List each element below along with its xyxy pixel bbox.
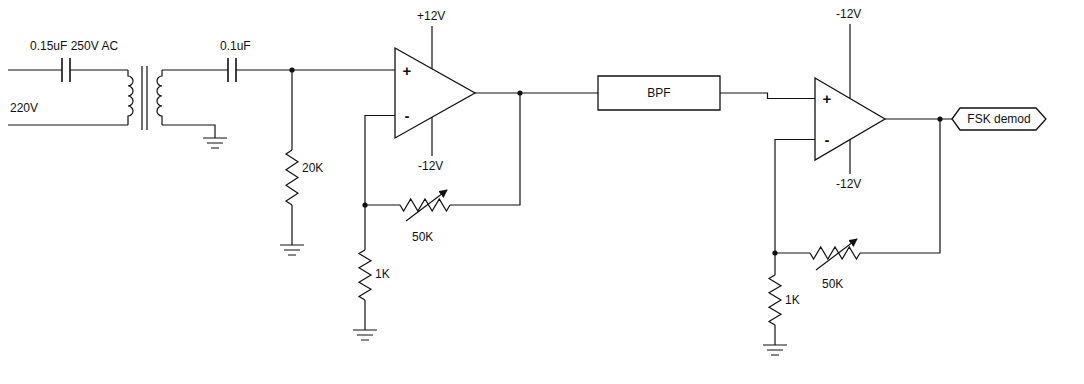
wire xyxy=(291,70,292,150)
wire xyxy=(364,205,365,250)
supply-voltage: +12V xyxy=(417,9,445,23)
resistor-value: 1K xyxy=(375,267,390,281)
resistor-symbol xyxy=(359,250,371,300)
supply-wire xyxy=(849,24,850,98)
resistor-value: 20K xyxy=(302,161,323,175)
potentiometer-value: 50K xyxy=(822,277,843,291)
label-holder: 50K xyxy=(412,229,433,245)
wire xyxy=(860,119,940,253)
resistor-value: 1K xyxy=(785,293,800,307)
signal-wire xyxy=(720,93,815,99)
box-border xyxy=(598,76,720,110)
resistor-symbol xyxy=(286,150,298,205)
potentiometer-arrow xyxy=(816,239,857,270)
wire xyxy=(8,124,128,125)
capacitor-value: 0.15uF 250V AC xyxy=(30,39,118,53)
junction-dot xyxy=(772,250,777,255)
wire xyxy=(8,69,62,70)
label-holder: -12V xyxy=(836,6,861,22)
filter-box: BPF xyxy=(598,76,720,110)
capacitor-value: 0.1uF xyxy=(220,39,251,53)
tag-border xyxy=(952,108,1046,130)
ground-symbol xyxy=(203,138,227,148)
input-polarity-sign: - xyxy=(401,108,413,124)
supply-wire xyxy=(431,26,432,69)
wire xyxy=(162,125,215,138)
supply-wire xyxy=(431,117,432,156)
potentiometer-symbol xyxy=(400,199,450,211)
label-holder: 1K xyxy=(375,266,390,282)
potentiometer-arrow xyxy=(406,190,447,221)
supply-voltage: -12V xyxy=(418,159,443,173)
label-holder: -12V xyxy=(836,176,861,192)
ground-symbol xyxy=(280,245,304,255)
signal-wire xyxy=(475,92,598,93)
node-text: FSK demod xyxy=(967,111,1030,127)
signal-wire xyxy=(885,118,952,119)
input-polarity-sign: + xyxy=(401,63,413,79)
transformer-core xyxy=(142,66,147,130)
wire xyxy=(774,253,775,275)
label-holder: 50K xyxy=(822,276,843,292)
input-polarity-sign: + xyxy=(821,91,833,107)
wire-group xyxy=(8,24,940,355)
junction-group xyxy=(289,67,942,255)
wire xyxy=(70,69,128,70)
junction-dot xyxy=(289,67,294,72)
capacitor-plate xyxy=(228,58,236,82)
resistor-group xyxy=(286,150,860,325)
label-holder: 0.15uF 250V AC xyxy=(30,38,118,54)
wire xyxy=(775,140,815,254)
label-holder: 1K xyxy=(785,292,800,308)
wire xyxy=(162,69,228,70)
opamp-border xyxy=(395,48,475,138)
mains-voltage: 220V xyxy=(10,101,38,115)
wire xyxy=(364,300,365,330)
supply-voltage: -12V xyxy=(836,7,861,21)
wire xyxy=(236,69,395,70)
input-polarity-sign: - xyxy=(821,132,833,148)
potentiometer-value: 50K xyxy=(412,230,433,244)
ground-symbol xyxy=(353,330,377,340)
transformer-coil xyxy=(128,70,133,125)
junction-dot xyxy=(362,202,367,207)
potentiometer-symbol xyxy=(810,247,860,259)
label-holder: 20K xyxy=(302,160,323,176)
transformer-coil xyxy=(157,70,162,125)
label-holder: +12V xyxy=(417,8,445,24)
opamp-outline xyxy=(395,48,475,138)
output-port-tag: FSK demod xyxy=(952,108,1046,130)
label-holder: -12V xyxy=(418,158,443,174)
wire xyxy=(291,205,292,245)
wire xyxy=(774,325,775,345)
capacitor-plate xyxy=(62,58,70,82)
wire xyxy=(450,93,520,205)
label-holder: 0.1uF xyxy=(220,38,251,54)
ground-symbol xyxy=(763,345,787,355)
op-amp-symbol: +- xyxy=(815,78,885,160)
node-text: BPF xyxy=(647,85,670,101)
opamp-border xyxy=(815,78,885,160)
op-amp-symbol: +- xyxy=(395,48,475,138)
supply-wire xyxy=(849,140,850,174)
resistor-symbol xyxy=(769,275,781,325)
supply-voltage: -12V xyxy=(836,177,861,191)
label-holder: 220V xyxy=(10,100,38,116)
